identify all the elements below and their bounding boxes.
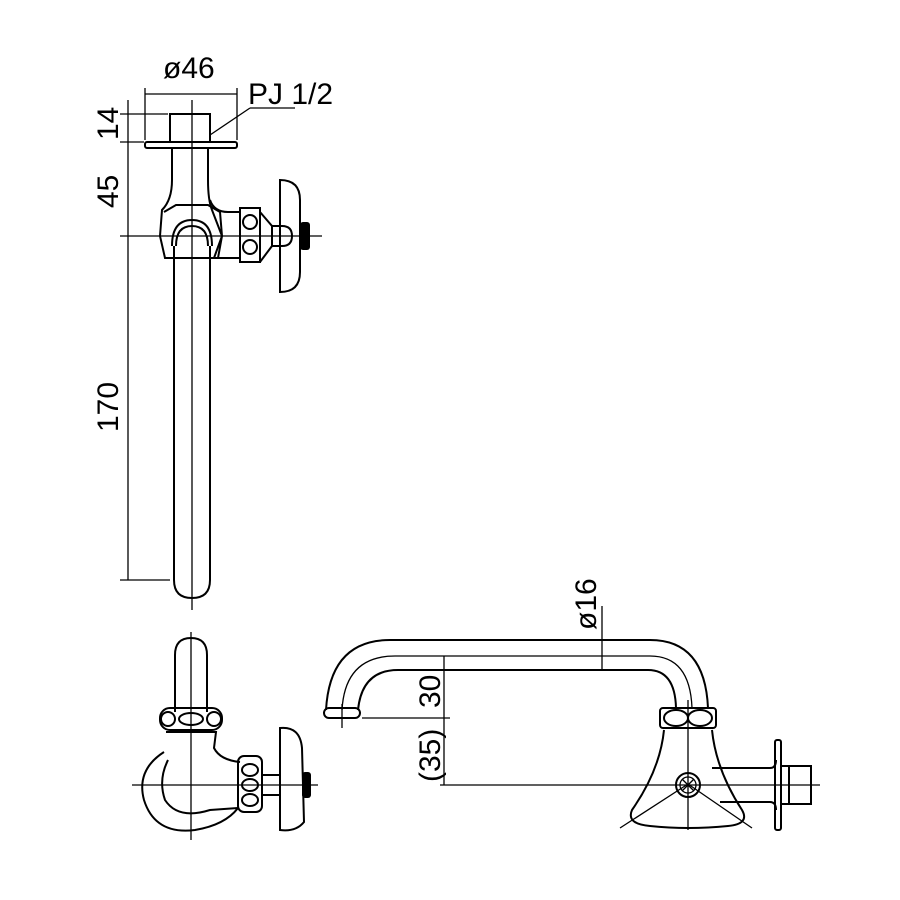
dim-thread-pj-half: PJ 1/2 bbox=[248, 78, 333, 111]
dim-pipe-diameter-16: ø16 bbox=[570, 578, 603, 630]
dim-height-170: 170 bbox=[92, 382, 125, 432]
front-view: ø46 PJ 1/2 14 45 170 bbox=[92, 52, 333, 610]
dim-height-30: 30 bbox=[414, 675, 447, 708]
dim-diameter-46: ø46 bbox=[163, 52, 215, 85]
dim-height-35-ref: (35) bbox=[414, 729, 447, 782]
dim-height-14: 14 bbox=[92, 107, 125, 140]
spout-view: 30 (35) ø16 bbox=[323, 578, 820, 831]
dim-height-45: 45 bbox=[92, 175, 125, 208]
side-view bbox=[132, 632, 318, 840]
